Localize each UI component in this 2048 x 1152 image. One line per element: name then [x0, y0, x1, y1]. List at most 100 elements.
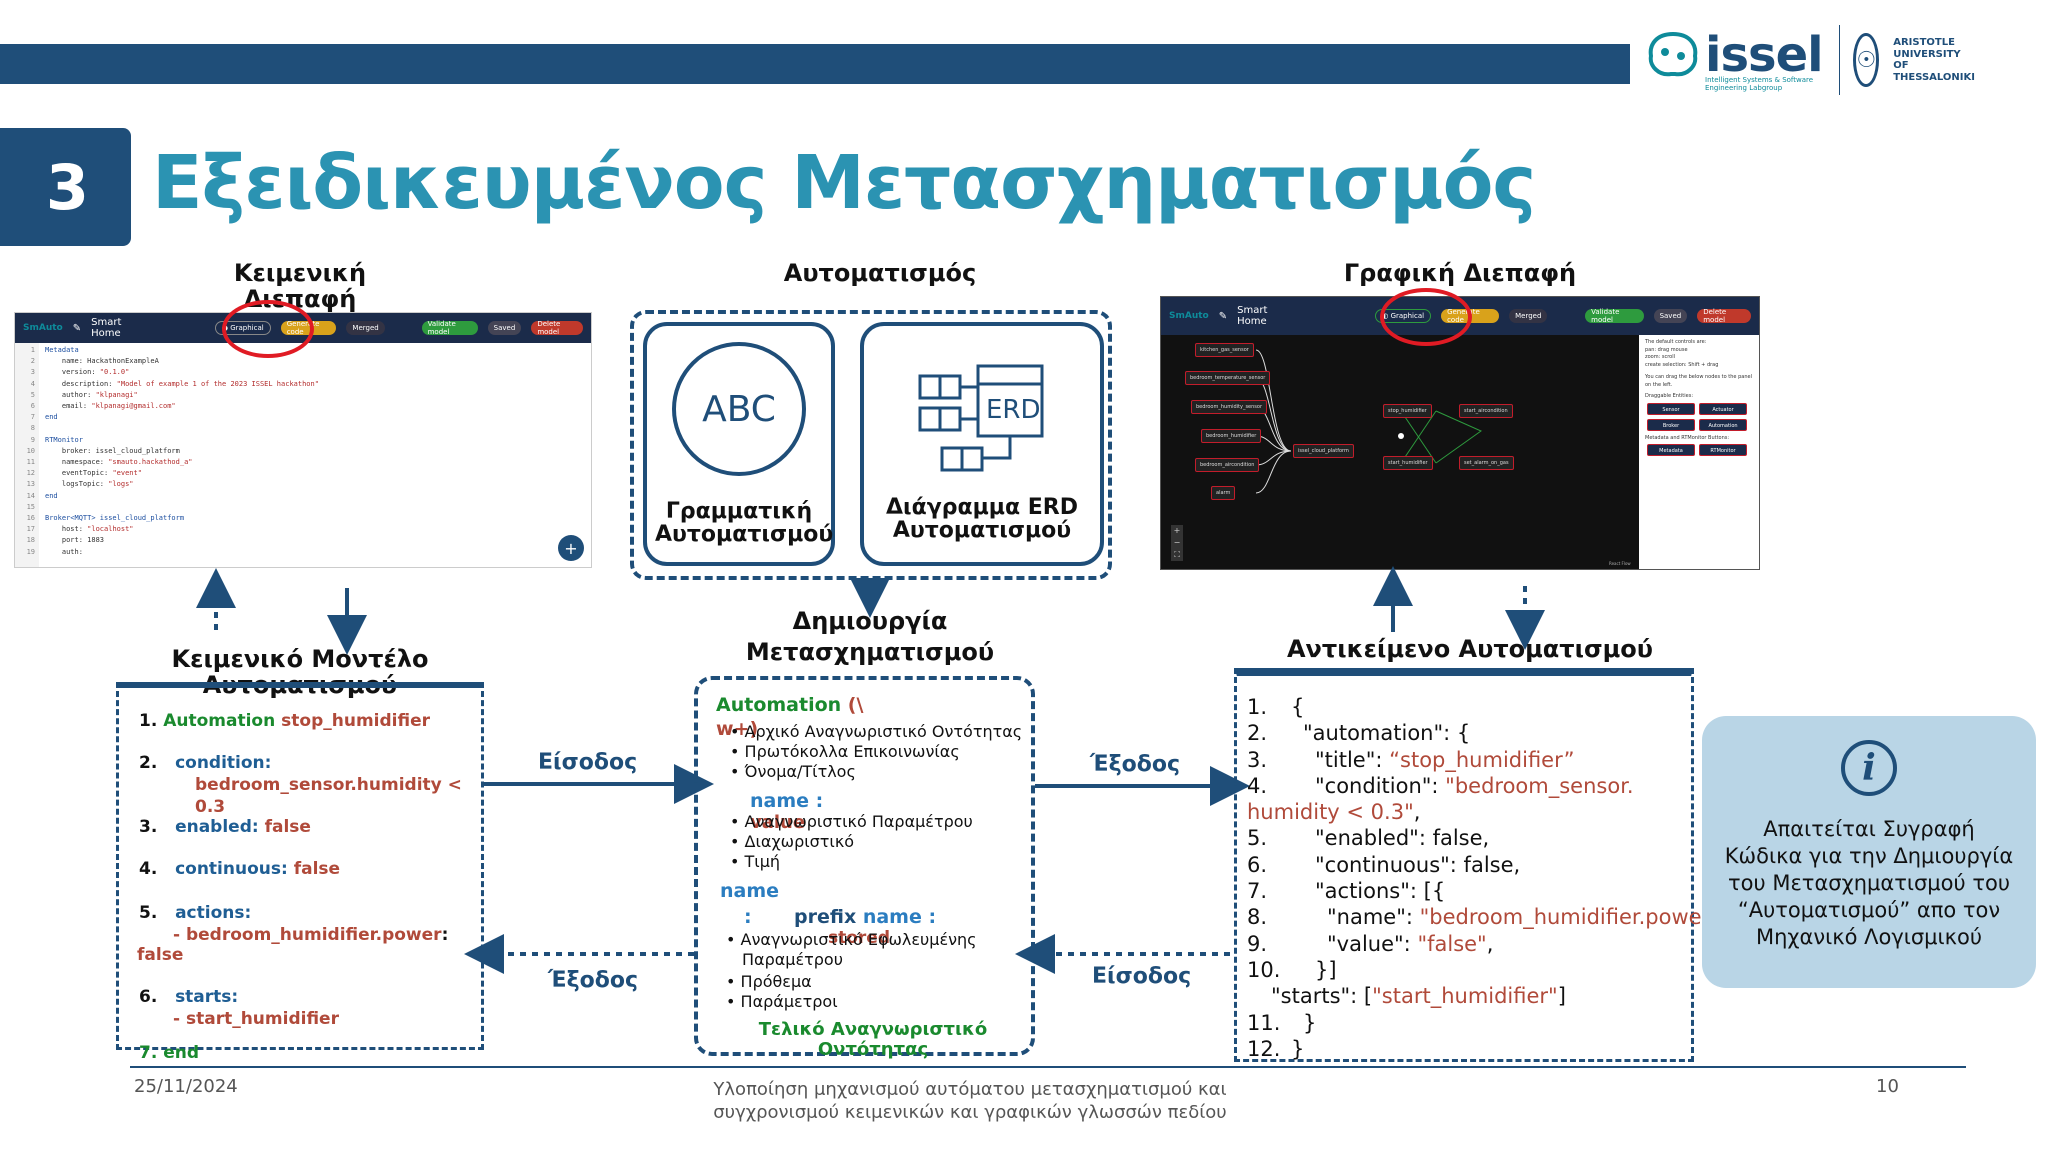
abc-icon: ABC [672, 342, 806, 476]
code-area[interactable]: Metadata name: HackathonExampleA version… [39, 343, 591, 567]
note-text: Απαιτείται Συγραφή Κώδικα για την Δημιου… [1724, 817, 2014, 949]
line-number: 17 [26, 525, 35, 534]
delete-model-button[interactable]: Delete model [531, 320, 583, 336]
line-number: 14 [26, 491, 35, 500]
line-number: 15 [26, 502, 35, 511]
zoom-controls[interactable]: +−⛶ [1171, 525, 1183, 561]
output-label-left: Έξοδος [548, 968, 638, 993]
saved-button[interactable]: Saved [487, 321, 522, 335]
graph-canvas[interactable]: kitchen_gas_sensor bedroom_temperature_s… [1161, 335, 1639, 569]
metadata-button[interactable]: Metadata [1647, 444, 1695, 456]
validate-model-button[interactable]: Validate model [421, 320, 478, 336]
graph-node[interactable]: issel_cloud_platform [1293, 444, 1354, 458]
graph-node[interactable]: bedroom_humidifier [1201, 429, 1262, 443]
json-line: 5."enabled": false, [1247, 826, 1490, 851]
graph-node[interactable]: bedroom_aircondition [1195, 458, 1260, 472]
graph-sidebar: The default controls are: pan: drag mous… [1639, 335, 1759, 569]
add-button[interactable]: + [558, 535, 584, 561]
brain-icon [1648, 32, 1698, 77]
json-line: 6."continuous": false, [1247, 852, 1521, 877]
broker-button[interactable]: Broker [1647, 418, 1695, 431]
output-label-right: Έξοδος [1090, 752, 1180, 777]
graph-node[interactable]: bedroom_humidity_sensor [1191, 400, 1268, 414]
footer-date: 25/11/2024 [134, 1076, 238, 1097]
footer-divider [130, 1066, 1966, 1068]
graph-node[interactable]: kitchen_gas_sensor [1195, 343, 1254, 357]
saved-button[interactable]: Saved [1653, 309, 1688, 323]
code-line: Broker<MQTT> issel_cloud_platform [45, 514, 185, 523]
edit-icon[interactable]: ✎ [72, 322, 82, 334]
parameter-items: • Αναγνωριστικό Παραμέτρου• Διαχωριστικό… [730, 812, 973, 871]
university-seal-icon: ☉ [1853, 33, 1880, 87]
json-line: 9."value": "false", [1247, 931, 1494, 956]
automation-object-box: 1.{2."automation": {3."title": “stop_hum… [1234, 668, 1727, 1062]
sensor-button[interactable]: Sensor [1647, 402, 1695, 415]
code-line: namespace: "smauto.hackathod_a" [45, 458, 193, 467]
slide-number: 3 [0, 128, 131, 246]
footer-page-number: 10 [1876, 1076, 1899, 1097]
issel-logo: issel Intelligent Systems & Software Eng… [1645, 20, 1975, 100]
json-line: 12.} [1247, 1036, 1305, 1061]
header-automation-object: Αντικείμενο Αυτοματισμού [1286, 635, 1653, 663]
code-line: name: HackathonExampleA [45, 357, 159, 366]
line-number: 10 [26, 446, 35, 455]
code-line: version: "0.1.0" [45, 368, 130, 377]
json-line: 4."condition": "bedroom_sensor. [1247, 773, 1634, 798]
delete-model-button[interactable]: Delete model [1697, 308, 1751, 324]
automation-button[interactable]: Automation [1699, 418, 1747, 431]
rtmonitor-button[interactable]: RTMonitor [1699, 444, 1747, 456]
line-number: 2 [30, 357, 35, 366]
code-line: logsTopic: "logs" [45, 480, 134, 489]
line-number: 11 [26, 458, 35, 467]
merged-select[interactable]: Merged [346, 321, 385, 335]
code-line: broker: issel_cloud_platform [45, 446, 180, 455]
line-number: 12 [26, 469, 35, 478]
erd-diagram-icon: ERD [918, 364, 1044, 472]
text-model-box: 1. Automation stop_humidifier 2. conditi… [116, 682, 484, 1063]
graph-node[interactable]: stop_humidifier [1383, 404, 1432, 418]
json-code: 1.{2."automation": {3."title": “stop_hum… [1247, 694, 1727, 1062]
erd-card: ERD Διάγραμμα ERD Αυτοματισμού [860, 322, 1104, 566]
graph-node[interactable]: alarm [1211, 486, 1236, 500]
graph-node[interactable]: start_humidifier [1383, 456, 1433, 470]
editor-app-title: Smart Home [91, 317, 122, 339]
text-editor-screenshot: SmAuto ✎ Smart Home ◑ Graphical Generate… [14, 312, 592, 568]
line-number: 9 [30, 435, 35, 444]
line-number: 16 [26, 514, 35, 523]
graph-node[interactable]: set_alarm_on_gas [1459, 456, 1514, 470]
app-logo-icon: SmAuto [23, 323, 63, 333]
grammar-card: ABC Γραμματική Αυτοματισμού [643, 322, 835, 566]
footer-title: Υλοποίηση μηχανισμού αυτόματου μετασχημα… [713, 1079, 1227, 1124]
app-logo-icon: SmAuto [1169, 311, 1209, 321]
code-line: end [45, 413, 58, 422]
line-number: 1 [30, 346, 35, 354]
grammar-label: Γραμματική Αυτοματισμού [655, 499, 834, 548]
graph-node[interactable]: bedroom_temperature_sensor [1185, 371, 1271, 385]
top-banner [0, 44, 1630, 84]
json-line: humidity < 0.3", [1247, 800, 1421, 825]
merged-select[interactable]: Merged [1509, 309, 1548, 323]
entity-items: • Αρχικό Αναγνωριστικό Οντότητας• Πρωτόκ… [730, 722, 1023, 781]
code-line: port: 1883 [45, 536, 105, 545]
transformation-box: Automation (\ w+) • Αρχικό Αναγνωριστικό… [694, 676, 1035, 1059]
slide-title: Εξειδικευμένος Μετασχηματισμός [152, 140, 1536, 226]
line-number: 6 [30, 402, 35, 411]
info-icon: i [1841, 740, 1897, 796]
actuator-button[interactable]: Actuator [1699, 402, 1747, 415]
input-label-left: Είσοδος [538, 750, 638, 775]
json-line: 10.}] [1247, 957, 1337, 982]
code-line: Metadata [45, 346, 79, 354]
edit-icon[interactable]: ✎ [1218, 310, 1228, 322]
input-label-right: Είσοδος [1092, 964, 1192, 989]
code-line: eventTopic: "event" [45, 469, 142, 478]
code-line: email: "klpanagi@gmail.com" [45, 402, 176, 411]
code-line: RTMonitor [45, 435, 83, 444]
validate-model-button[interactable]: Validate model [1585, 308, 1644, 324]
graph-app-title: Smart Home [1237, 305, 1268, 327]
line-number: 8 [30, 424, 35, 433]
header-transformation: Δημιουργία Μετασχηματισμού [745, 607, 995, 667]
json-line: 8."name": "bedroom_humidifier.power", [1247, 905, 1727, 930]
json-line: 7."actions": [{ [1247, 879, 1446, 904]
graph-node[interactable]: start_aircondition [1459, 404, 1513, 418]
